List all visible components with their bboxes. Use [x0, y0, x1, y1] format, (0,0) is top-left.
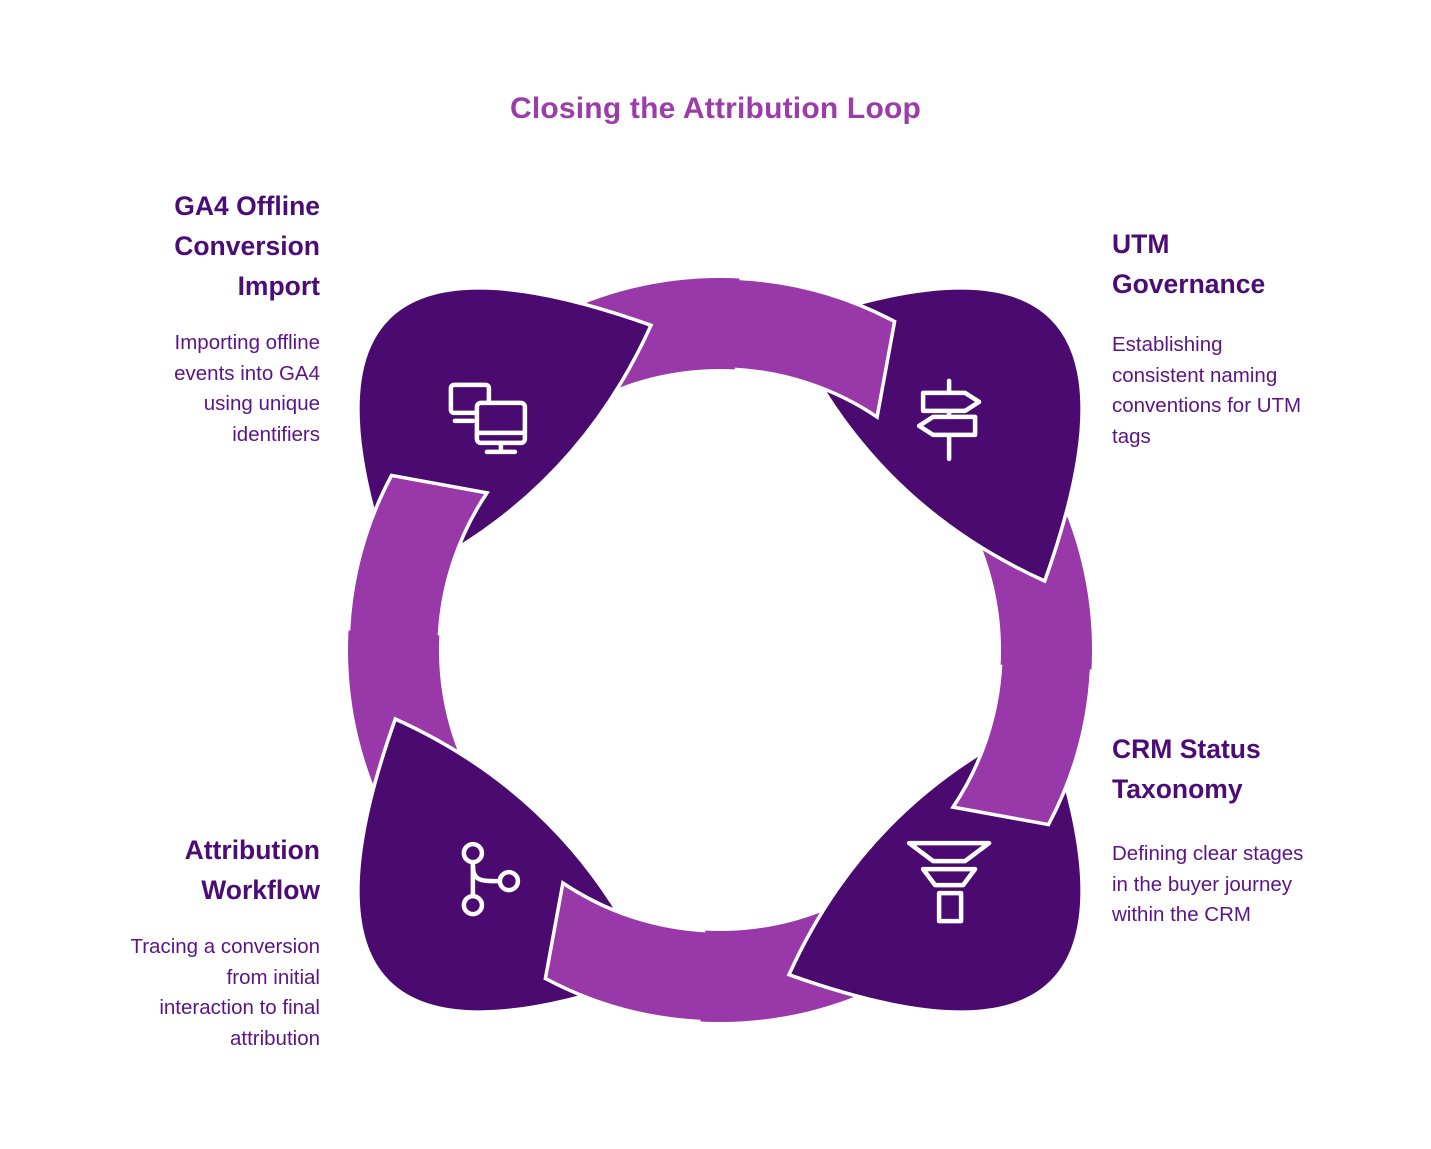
text-line: CRM Status — [1112, 734, 1261, 764]
text-line: Attribution — [184, 835, 320, 865]
text-line: Governance — [1112, 269, 1266, 299]
text-line: using unique — [203, 392, 320, 415]
branch-icon — [461, 841, 521, 917]
text-line: from initial — [226, 965, 320, 989]
text-line: interaction to final — [159, 996, 320, 1019]
text-line: tags — [1112, 424, 1151, 448]
text-line: within the CRM — [1112, 903, 1251, 926]
ring-arc-overlap — [950, 664, 1094, 827]
segment-description: Importing offline events into GA4 using un… — [50, 328, 320, 450]
text-line: Import — [237, 271, 320, 301]
attribution-loop-diagram — [346, 276, 1094, 1024]
signpost-icon — [916, 378, 982, 462]
text-line: attribution — [229, 1026, 320, 1050]
text-line: GA4 Offline — [174, 191, 320, 221]
segment-description: Tracing a conversion from initial interact… — [40, 932, 320, 1054]
segment-description: Defining clear stages in the buyer journe… — [1112, 839, 1422, 931]
segment-label-utm-governance: UTM Governance Establishing consistent nam… — [1112, 224, 1412, 452]
text-line: identifiers — [232, 422, 320, 446]
text-line: Workflow — [201, 875, 320, 905]
text-line: Defining clear stages — [1112, 842, 1304, 865]
ring-arc-overlap — [346, 473, 490, 636]
text-line: in the buyer journey — [1112, 872, 1293, 896]
segment-description: Establishing consistent naming conventions… — [1112, 330, 1412, 452]
funnel-icon — [906, 840, 992, 924]
text-line: Importing offline — [174, 331, 320, 354]
text-line: Tracing a conversion — [130, 935, 320, 958]
page-title: Closing the Attribution Loop — [509, 92, 922, 125]
text-line: UTM — [1112, 229, 1170, 259]
text-line: consistent naming — [1112, 363, 1278, 387]
text-line: events into GA4 — [174, 361, 320, 385]
text-line: Conversion — [174, 231, 320, 261]
text-line: Establishing — [1112, 333, 1223, 356]
ring-arc-overlap — [543, 880, 706, 1024]
ring-arc-overlap — [734, 276, 897, 420]
monitors-icon — [448, 382, 528, 455]
text-line: Taxonomy — [1112, 774, 1243, 804]
segment-heading: UTM Governance — [1112, 224, 1412, 304]
text-line: conventions for UTM — [1112, 394, 1302, 417]
